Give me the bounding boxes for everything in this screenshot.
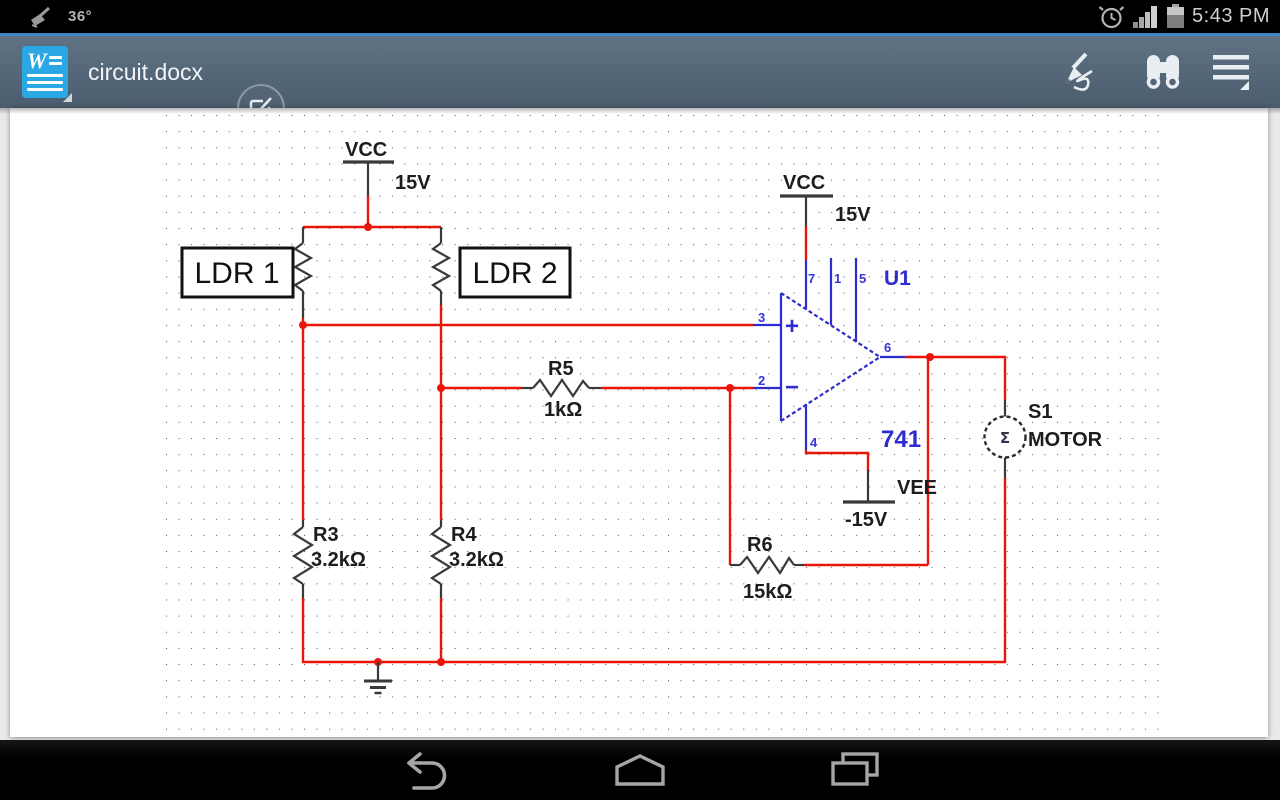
menu-icon [1213, 55, 1249, 90]
appbar-actions [1050, 36, 1280, 111]
temperature-label: 36° [68, 8, 93, 25]
circuit-diagram: 7 1 5 3 2 6 4 + − U1 741 Σ S1 MOTOR [164, 112, 1160, 736]
r6-value: 15kΩ [743, 581, 792, 603]
document-canvas: 7 1 5 3 2 6 4 + − U1 741 Σ S1 MOTOR [0, 108, 1280, 740]
opamp-pin1-label: 1 [834, 271, 841, 286]
motor-s1: Σ S1 MOTOR [983, 401, 1103, 459]
android-nav-bar [0, 740, 1280, 800]
word-app-icon[interactable]: W [22, 46, 72, 102]
r3-value: 3.2kΩ [311, 549, 366, 571]
vee-value: -15V [845, 509, 888, 531]
opamp-part-number: 741 [881, 426, 921, 453]
status-left: 36° [0, 6, 92, 28]
ink-pen-button[interactable] [1050, 44, 1120, 104]
ldr1-label: LDR 1 [194, 257, 279, 290]
r3-name: R3 [313, 524, 339, 546]
opamp-noninverting-sign: + [785, 313, 799, 340]
signature-pen-icon [1066, 52, 1093, 91]
r5-name: R5 [548, 358, 574, 380]
word-icon-line [49, 56, 62, 59]
battery-icon [1167, 4, 1185, 28]
vee-label: VEE [897, 477, 937, 499]
word-icon-line [27, 74, 63, 77]
word-icon-line [27, 88, 63, 91]
motor-label: MOTOR [1028, 429, 1103, 451]
motor-symbol: Σ [1000, 429, 1010, 447]
find-button[interactable] [1120, 44, 1206, 104]
document-title: circuit.docx [88, 58, 204, 85]
nav-home-button[interactable] [600, 746, 680, 794]
ldr1-callout: LDR 1 [180, 246, 295, 299]
binoculars-icon [1146, 55, 1180, 89]
wire-junctions [299, 223, 934, 666]
opamp-pin5-label: 5 [859, 271, 866, 286]
nav-back-button[interactable] [385, 746, 465, 794]
opamp-pin6-label: 6 [884, 340, 891, 355]
vcc-right-label: VCC [783, 172, 825, 194]
menu-button[interactable] [1206, 44, 1280, 104]
motor-designator: S1 [1028, 401, 1052, 423]
app-bar: W circuit.docx [0, 33, 1280, 132]
ldr2-callout: LDR 2 [458, 246, 572, 299]
weather-broom-icon [31, 6, 51, 28]
alarm-clock-icon [1098, 5, 1125, 28]
r4-value: 3.2kΩ [449, 549, 504, 571]
word-icon-letter: W [27, 48, 47, 73]
opamp-pin3-label: 3 [758, 310, 765, 325]
home-icon [615, 754, 665, 786]
word-icon-line [27, 81, 63, 84]
opamp-inverting-sign: − [785, 374, 799, 401]
r6-name: R6 [747, 534, 773, 556]
red-wires [301, 196, 1007, 664]
nav-recents-button[interactable] [815, 746, 895, 794]
r4-name: R4 [451, 524, 477, 546]
black-conductors [291, 160, 1007, 695]
back-icon [407, 752, 447, 790]
clock-label: 5:43 PM [1192, 5, 1270, 27]
recents-icon [831, 752, 879, 786]
word-icon-fold [63, 93, 72, 102]
opamp-designator: U1 [884, 267, 911, 290]
vcc-left-value: 15V [395, 172, 431, 194]
r5-value: 1kΩ [544, 399, 582, 421]
status-bar: 36° 5:43 PM [0, 0, 1280, 33]
opamp-pin2-label: 2 [758, 373, 765, 388]
signal-strength-icon [1133, 5, 1158, 28]
vcc-right-value: 15V [835, 204, 871, 226]
vcc-left-label: VCC [345, 139, 387, 161]
opamp-pin7-label: 7 [808, 271, 815, 286]
status-right: 5:43 PM [1098, 4, 1280, 30]
opamp-741: 7 1 5 3 2 6 4 + − U1 741 [753, 258, 921, 453]
word-icon-line [49, 62, 62, 65]
opamp-pin4-label: 4 [810, 435, 818, 450]
ldr2-label: LDR 2 [472, 257, 557, 290]
